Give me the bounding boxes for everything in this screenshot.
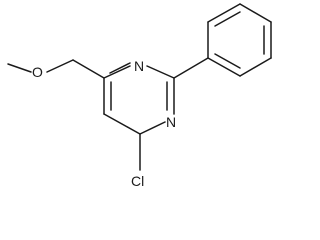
bond-c6-c5 bbox=[103, 113, 141, 135]
atom-label-n-lower: N bbox=[166, 114, 176, 130]
bond-ph-6 bbox=[207, 57, 241, 77]
atom-label-n-upper: N bbox=[134, 58, 144, 74]
bond-n3-c2 bbox=[146, 65, 175, 79]
structure-diagram: N N O Cl bbox=[7, 3, 272, 189]
bond-methyl-o bbox=[7, 63, 32, 73]
bond-ph-inner-c bbox=[214, 53, 241, 69]
bond-o-ch2 bbox=[46, 59, 74, 73]
bond-c4-n3-inner bbox=[109, 62, 131, 74]
bond-ph-2 bbox=[207, 3, 241, 23]
molecule-svg: N N O Cl bbox=[7, 3, 272, 189]
bond-c2-phenyl bbox=[173, 57, 209, 79]
bond-ph-5 bbox=[239, 57, 272, 77]
bond-ch2-ring bbox=[72, 59, 105, 79]
bond-ph-3 bbox=[239, 3, 272, 23]
bond-n1-c6 bbox=[139, 121, 166, 135]
atom-label-oxygen: O bbox=[32, 64, 43, 80]
bond-c4-n3 bbox=[103, 65, 131, 79]
atom-label-chlorine: Cl bbox=[131, 173, 144, 189]
bond-ph-inner-a bbox=[214, 11, 241, 27]
